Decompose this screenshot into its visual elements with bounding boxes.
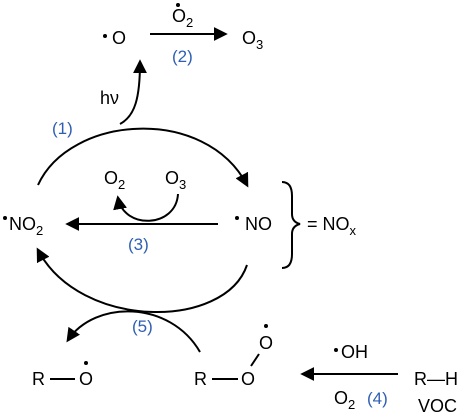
o2-top-label: O2: [172, 6, 193, 30]
roo-r-label: R: [194, 369, 207, 389]
ro-r-label: R: [32, 369, 45, 389]
roo-bond-2: [250, 353, 260, 367]
o3-mid-label: O3: [165, 168, 186, 192]
nox-bracket: [281, 181, 301, 269]
radical-dot-o: [103, 34, 107, 38]
o2-mid-label: O2: [104, 168, 125, 192]
radical-dot-roo: [264, 324, 268, 328]
ro-o-label: O: [79, 369, 93, 389]
radical-dot-ro: [84, 361, 88, 365]
rh-label: R—H: [414, 369, 458, 389]
oh-label: OH: [341, 342, 368, 362]
arrow-ro2-to-ro: [66, 310, 201, 353]
roo-o2-label: O: [259, 333, 273, 353]
step-2-label: (2): [172, 47, 193, 66]
no2-label: NO2: [9, 214, 43, 238]
arc-step-5: [36, 247, 248, 313]
radical-dot-no2: [3, 216, 7, 220]
radical-dot-oh: [334, 348, 338, 352]
hv-label: hν: [100, 88, 119, 108]
o3-top-label: O3: [242, 28, 263, 52]
step-3-label: (3): [128, 235, 149, 254]
arrow-o3-to-o2: [113, 193, 179, 222]
nox-label: = NOx: [307, 214, 357, 238]
no-label: NO: [245, 214, 272, 234]
arc-step-1: [37, 127, 249, 188]
o-radical-label: O: [112, 28, 126, 48]
step-4-label: (4): [367, 389, 388, 408]
arrow-photolysis: [119, 59, 147, 125]
step-1-label: (1): [52, 119, 73, 138]
o2-bottom-label: O2: [334, 388, 355, 412]
voc-label: VOC: [418, 396, 457, 416]
radical-dot-no: [235, 216, 239, 220]
radical-dot-o2-top: [176, 3, 180, 7]
step-5-label: (5): [132, 317, 153, 336]
roo-o1-label: O: [241, 369, 255, 389]
